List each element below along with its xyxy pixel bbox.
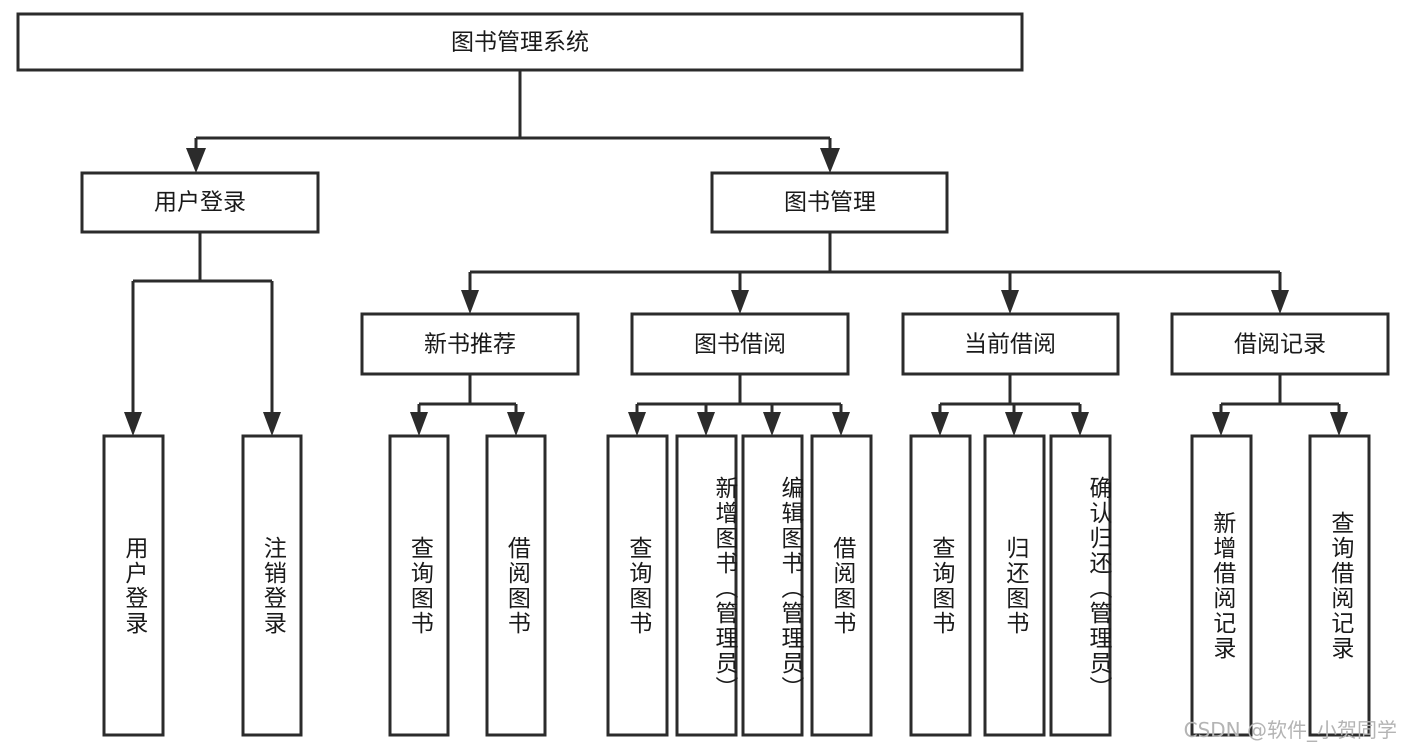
connector-borrow-record-to-leaves: [1212, 374, 1348, 436]
arrow-user-login: [186, 148, 206, 173]
node-book-manage[interactable]: 图书管理: [710, 171, 949, 234]
node-leaf-add-book-box[interactable]: [675, 434, 738, 737]
arrow-borrow-record: [1271, 290, 1289, 314]
arrow-leaf-query-record: [1330, 412, 1348, 436]
arrow-leaf-user-login: [124, 412, 142, 436]
node-leaf-query-book-bor-box[interactable]: [606, 434, 669, 737]
arrow-book-borrow: [731, 290, 749, 314]
node-borrow-record[interactable]: 借阅记录: [1170, 312, 1390, 376]
csdn-watermark: CSDN @软件_小贺同学: [1183, 718, 1397, 742]
node-leaf-user-login-box[interactable]: [102, 434, 165, 737]
arrow-book-manage: [820, 148, 840, 173]
node-book-borrow[interactable]: 图书借阅: [630, 312, 850, 376]
node-book-manage-label: 图书管理: [784, 190, 876, 216]
node-leaf-query-record-box[interactable]: [1308, 434, 1371, 737]
node-current-borrow[interactable]: 当前借阅: [901, 312, 1120, 376]
connector-user-login-to-leaves: [124, 232, 281, 436]
node-new-book-rec-label: 新书推荐: [424, 332, 516, 358]
node-leaf-query-book-rec-box[interactable]: [388, 434, 450, 737]
node-user-login[interactable]: 用户登录: [80, 171, 320, 234]
connector-new-book-rec-to-leaves: [410, 374, 525, 436]
node-leaf-query-book-cur-box[interactable]: [909, 434, 972, 737]
node-book-borrow-label: 图书借阅: [694, 332, 786, 358]
node-leaf-borrow-book-bor-box[interactable]: [810, 434, 873, 737]
arrow-leaf-borrow-book-bor: [832, 412, 850, 436]
node-root[interactable]: 图书管理系统: [16, 12, 1024, 72]
node-root-box[interactable]: [16, 12, 1024, 72]
node-user-login-box[interactable]: [80, 171, 320, 234]
arrow-leaf-add-book: [697, 412, 715, 436]
arrow-leaf-borrow-book-rec: [507, 412, 525, 436]
arrow-leaf-edit-book: [763, 412, 781, 436]
node-leaf-return-book-box[interactable]: [983, 434, 1046, 737]
node-borrow-record-label: 借阅记录: [1234, 332, 1326, 358]
node-leaf-borrow-book-rec-box[interactable]: [485, 434, 547, 737]
leaf-boxes: [102, 434, 1371, 737]
node-leaf-add-record-box[interactable]: [1190, 434, 1253, 737]
arrow-leaf-return-book: [1005, 412, 1023, 436]
node-leaf-user-logout-box[interactable]: [241, 434, 303, 737]
node-user-login-label: 用户登录: [154, 190, 246, 216]
arrow-new-book-rec: [461, 290, 479, 314]
arrow-leaf-query-book-bor: [628, 412, 646, 436]
node-leaf-edit-book-box[interactable]: [741, 434, 804, 737]
arrow-leaf-add-record: [1212, 412, 1230, 436]
node-book-borrow-box[interactable]: [630, 312, 850, 376]
arrow-leaf-query-book-cur: [931, 412, 949, 436]
node-root-label: 图书管理系统: [451, 30, 589, 56]
node-book-manage-box[interactable]: [710, 171, 949, 234]
connector-root-to-level2: [186, 70, 840, 173]
connector-book-manage-to-level3: [461, 232, 1289, 314]
node-new-book-rec-box[interactable]: [360, 312, 580, 376]
node-borrow-record-box[interactable]: [1170, 312, 1390, 376]
arrow-leaf-confirm-return: [1071, 412, 1089, 436]
node-current-borrow-label: 当前借阅: [964, 332, 1056, 358]
node-new-book-rec[interactable]: 新书推荐: [360, 312, 580, 376]
node-leaf-confirm-return-box[interactable]: [1049, 434, 1112, 737]
arrow-leaf-query-book-rec: [410, 412, 428, 436]
connector-book-borrow-to-leaves: [628, 374, 850, 436]
arrow-current-borrow: [1001, 290, 1019, 314]
node-current-borrow-box[interactable]: [901, 312, 1120, 376]
arrow-leaf-user-logout: [263, 412, 281, 436]
connector-current-borrow-to-leaves: [931, 374, 1089, 436]
